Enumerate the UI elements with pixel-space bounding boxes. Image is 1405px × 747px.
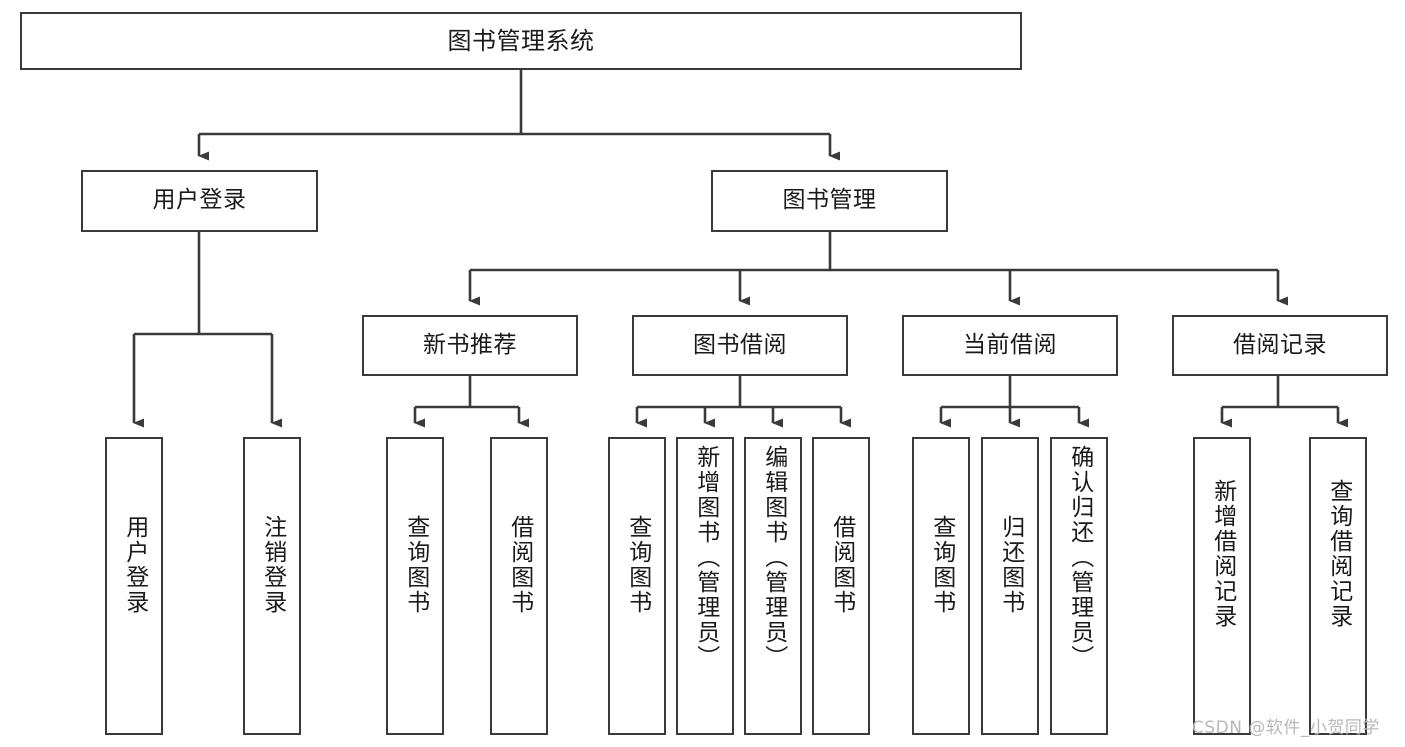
- leaf-user-login[interactable]: 用户登录: [105, 437, 163, 735]
- node-label: 当前借阅: [963, 331, 1057, 358]
- node-user-login[interactable]: 用户登录: [81, 170, 318, 232]
- leaf-record-add-record[interactable]: 新增借阅记录: [1193, 437, 1251, 735]
- node-label: 查询借阅记录: [1325, 479, 1352, 629]
- node-label: 图书借阅: [693, 331, 787, 358]
- node-label: 借阅记录: [1233, 331, 1327, 358]
- leaf-borrow-query-book[interactable]: 查询图书: [608, 437, 666, 735]
- node-label: 借阅图书: [828, 515, 855, 615]
- node-label: 注销登录: [259, 515, 286, 615]
- leaf-newbook-borrow-book[interactable]: 借阅图书: [490, 437, 548, 735]
- node-label: 借阅图书: [506, 515, 533, 615]
- node-label: 新增借阅记录: [1209, 479, 1236, 629]
- leaf-newbook-query-book[interactable]: 查询图书: [386, 437, 444, 735]
- node-label: 新增图书（管理员）: [692, 445, 719, 670]
- node-label: 查询图书: [928, 515, 955, 615]
- node-label: 归还图书: [997, 515, 1024, 615]
- leaf-current-query-book[interactable]: 查询图书: [912, 437, 970, 735]
- node-book-borrow[interactable]: 图书借阅: [632, 315, 848, 376]
- node-label: 用户登录: [121, 515, 148, 615]
- node-book-management[interactable]: 图书管理: [711, 170, 948, 232]
- node-root-book-management-system[interactable]: 图书管理系统: [20, 12, 1022, 70]
- leaf-borrow-add-book-admin[interactable]: 新增图书（管理员）: [676, 437, 734, 735]
- node-label: 新书推荐: [423, 331, 517, 358]
- node-label: 查询图书: [624, 515, 651, 615]
- leaf-current-return-book[interactable]: 归还图书: [981, 437, 1039, 735]
- node-borrow-record[interactable]: 借阅记录: [1172, 315, 1388, 376]
- leaf-borrow-edit-book-admin[interactable]: 编辑图书（管理员）: [744, 437, 802, 735]
- node-new-book-recommend[interactable]: 新书推荐: [362, 315, 578, 376]
- leaf-record-query-record[interactable]: 查询借阅记录: [1309, 437, 1367, 735]
- node-label: 图书管理: [782, 187, 877, 214]
- leaf-current-confirm-return-admin[interactable]: 确认归还（管理员）: [1050, 437, 1108, 735]
- node-current-borrow[interactable]: 当前借阅: [902, 315, 1118, 376]
- node-label: 用户登录: [152, 187, 247, 214]
- leaf-logout[interactable]: 注销登录: [243, 437, 301, 735]
- node-label: 编辑图书（管理员）: [760, 445, 787, 670]
- leaf-borrow-borrow-book[interactable]: 借阅图书: [812, 437, 870, 735]
- node-label: 图书管理系统: [447, 26, 595, 55]
- node-label: 查询图书: [402, 515, 429, 615]
- node-label: 确认归还（管理员）: [1066, 445, 1093, 670]
